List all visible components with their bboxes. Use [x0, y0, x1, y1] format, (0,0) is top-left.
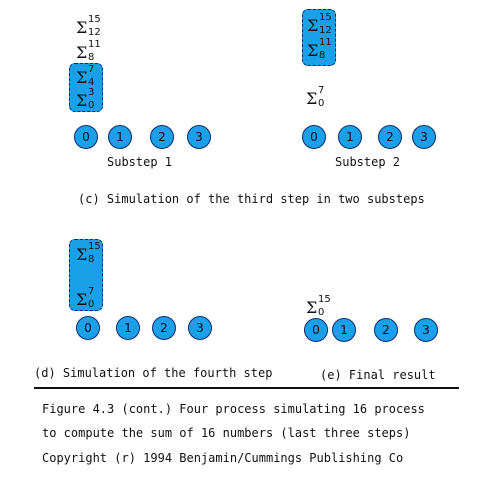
- sum-lower-index: 0: [318, 98, 325, 109]
- sum-upper-index: 7: [88, 286, 95, 297]
- sum-lower-index: 12: [88, 27, 101, 38]
- processor-node: 3: [414, 318, 438, 342]
- sum-label: Σ 11 8: [76, 40, 116, 64]
- figure-caption-line-1: Figure 4.3 (cont.) Four process simulati…: [42, 402, 425, 416]
- sum-label: Σ 3 0: [76, 88, 116, 112]
- processor-node: 0: [304, 318, 328, 342]
- sigma-symbol: Σ: [76, 245, 88, 264]
- processor-memory-box: [69, 239, 103, 311]
- figure-caption-line-2: to compute the sum of 16 numbers (last t…: [42, 426, 411, 440]
- sigma-symbol: Σ: [76, 290, 88, 309]
- processor-node: 2: [374, 318, 398, 342]
- sum-lower-index: 0: [88, 100, 95, 111]
- sum-upper-index: 3: [88, 87, 95, 98]
- sigma-symbol: Σ: [76, 68, 88, 87]
- sum-label: Σ 7 0: [76, 287, 116, 311]
- sum-upper-index: 7: [318, 85, 325, 96]
- sum-upper-index: 15: [318, 294, 331, 305]
- processor-node: 1: [108, 125, 132, 149]
- panel-e-caption: (e) Final result: [320, 368, 436, 382]
- sum-label: Σ 15 8: [76, 242, 116, 266]
- copyright-line: Copyright (r) 1994 Benjamin/Cummings Pub…: [42, 451, 404, 465]
- processor-node: 0: [302, 125, 326, 149]
- sigma-symbol: Σ: [306, 89, 318, 108]
- sum-label: Σ 15 0: [306, 295, 346, 319]
- sum-lower-index: 8: [88, 254, 95, 265]
- sum-label: Σ 15 12: [76, 15, 116, 39]
- processor-node: 0: [76, 316, 100, 340]
- sum-lower-index: 8: [88, 52, 95, 63]
- sum-label: Σ 15 12: [307, 13, 347, 37]
- sum-lower-index: 8: [319, 50, 326, 61]
- sigma-symbol: Σ: [76, 43, 88, 62]
- sum-upper-index: 11: [319, 37, 332, 48]
- substep-label: Substep 2: [335, 155, 401, 169]
- caption-divider: [34, 387, 459, 389]
- sum-lower-index: 4: [88, 77, 95, 88]
- sum-upper-index: 15: [88, 241, 101, 252]
- sigma-symbol: Σ: [76, 18, 88, 37]
- processor-node: 3: [187, 125, 211, 149]
- sum-upper-index: 15: [319, 12, 332, 23]
- sigma-symbol: Σ: [307, 41, 319, 60]
- sum-lower-index: 0: [88, 299, 95, 310]
- sum-upper-index: 7: [88, 64, 95, 75]
- processor-node: 2: [150, 125, 174, 149]
- processor-node: 2: [378, 125, 402, 149]
- processor-node: 2: [152, 316, 176, 340]
- sum-label: Σ 7 4: [76, 65, 116, 89]
- panel-d-caption: (d) Simulation of the fourth step: [34, 366, 273, 380]
- processor-node: 3: [412, 125, 436, 149]
- sum-label: Σ 11 8: [307, 38, 347, 62]
- sigma-symbol: Σ: [76, 91, 88, 110]
- processor-node: 1: [338, 125, 362, 149]
- sum-lower-index: 12: [319, 25, 332, 36]
- sigma-symbol: Σ: [307, 16, 319, 35]
- processor-node: 1: [116, 316, 140, 340]
- substep-label: Substep 1: [107, 155, 173, 169]
- processor-node: 3: [188, 316, 212, 340]
- sum-upper-index: 11: [88, 39, 101, 50]
- panel-c-caption: (c) Simulation of the third step in two …: [78, 192, 425, 206]
- sum-label: Σ 7 0: [306, 86, 346, 110]
- sum-lower-index: 0: [318, 307, 325, 318]
- processor-memory-box: [302, 9, 336, 66]
- sigma-symbol: Σ: [306, 298, 318, 317]
- processor-memory-box: [69, 63, 103, 112]
- processor-node: 0: [74, 125, 98, 149]
- sum-upper-index: 15: [88, 14, 101, 25]
- processor-node: 1: [332, 318, 356, 342]
